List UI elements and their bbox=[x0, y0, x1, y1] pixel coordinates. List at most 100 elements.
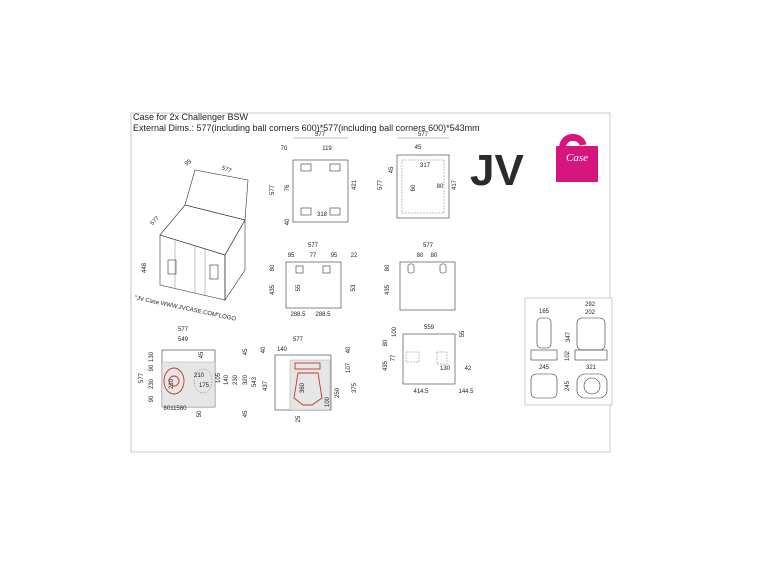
dimension-label: 245 bbox=[565, 380, 571, 391]
dimension-label: 76 bbox=[285, 184, 291, 191]
dimension-label: 577 bbox=[270, 184, 276, 195]
dimension-label: 577 bbox=[423, 243, 434, 249]
dimension-label: 210 bbox=[194, 373, 205, 379]
dimension-label: 53 bbox=[351, 284, 357, 291]
dimension-label: 25 bbox=[296, 415, 302, 422]
dimension-label: 77 bbox=[391, 354, 397, 361]
dimension-label: 100 bbox=[325, 396, 331, 407]
dimension-label: 210 bbox=[169, 378, 175, 389]
dimension-label: 360 bbox=[300, 382, 306, 393]
dimension-label: 130 bbox=[149, 351, 155, 362]
dimension-label: 80 bbox=[431, 253, 438, 259]
dimension-label: 577 bbox=[315, 132, 326, 138]
dimension-label: 435 bbox=[383, 360, 389, 371]
dimension-label: 448 bbox=[142, 262, 148, 273]
dimension-label: 95 bbox=[288, 253, 295, 259]
dimension-label: 77 bbox=[310, 253, 317, 259]
dimension-label: 70 bbox=[281, 146, 288, 152]
dimension-label: 288.5 bbox=[290, 312, 306, 318]
dimension-label: 45 bbox=[389, 166, 395, 173]
dimension-label: 102 bbox=[565, 350, 571, 361]
dimension-label: 42 bbox=[465, 366, 472, 372]
dimension-label: 165 bbox=[539, 309, 550, 315]
dimension-label: 100 bbox=[392, 326, 398, 337]
dimension-label: 577 bbox=[139, 372, 145, 383]
dimension-label: 577 bbox=[293, 337, 304, 343]
top-view-a: 577 70 119 577 76 421 40 318 bbox=[270, 132, 358, 225]
dimension-label: 45 bbox=[243, 410, 249, 417]
dimension-label: 90 bbox=[149, 364, 155, 371]
dimension-label: 80 bbox=[385, 264, 391, 271]
logo-case: Case bbox=[566, 152, 588, 164]
dimension-label: 375 bbox=[352, 382, 358, 393]
dimension-label: 417 bbox=[452, 179, 458, 190]
dimension-label: 230 bbox=[233, 374, 239, 385]
dimension-label: 107 bbox=[346, 362, 352, 373]
logo-jv: JV bbox=[470, 146, 524, 195]
dimension-label: 549 bbox=[178, 337, 189, 343]
dimension-label: 80 bbox=[417, 253, 424, 259]
dimension-label: 321 bbox=[586, 365, 597, 371]
dimension-label: 80 bbox=[383, 339, 389, 346]
dimension-label: 80 bbox=[437, 184, 444, 190]
dimension-label: 45 bbox=[415, 145, 422, 151]
dimension-label: 140 bbox=[277, 347, 288, 353]
dimension-label: 55 bbox=[460, 330, 466, 337]
dimension-label: 45 bbox=[199, 351, 205, 358]
dimension-label: 577 bbox=[178, 327, 189, 333]
dimension-label: 144.5 bbox=[458, 389, 474, 395]
dimension-label: 292 bbox=[585, 302, 596, 308]
dimension-label: 435 bbox=[385, 284, 391, 295]
drawing-title: Case for 2x Challenger BSW bbox=[133, 112, 249, 122]
dimension-label: 577 bbox=[308, 243, 319, 249]
dimension-label: 421 bbox=[352, 179, 358, 190]
dimension-label: 320 bbox=[243, 374, 249, 385]
dimension-label: 230 bbox=[149, 378, 155, 389]
front-view-b: 577 80 80 80 435 bbox=[385, 243, 456, 311]
dimension-label: 577 bbox=[150, 215, 162, 227]
top-view-b: 577 45 45 577 317 60 80 417 bbox=[378, 132, 458, 219]
dimension-label: 95 bbox=[331, 253, 338, 259]
front-view-a: 577 95 77 95 22 80 435 55 53 288.5 288.5 bbox=[270, 243, 358, 318]
dimension-label: 95 bbox=[184, 158, 193, 167]
dimension-label: 318 bbox=[317, 212, 328, 218]
dimension-label: 347 bbox=[566, 331, 572, 342]
fixture-panel: 165 292 202 347 102 245 321 245 bbox=[524, 297, 613, 406]
dimension-label: 577 bbox=[378, 179, 384, 190]
dimension-label: 414.5 bbox=[413, 389, 429, 395]
inner-section-view: 577 40 140 40 543 437 107 360 375 250 10… bbox=[252, 337, 358, 422]
dimension-label: 55 bbox=[296, 284, 302, 291]
dimension-label: 130 bbox=[440, 366, 451, 372]
dimension-label: 559 bbox=[424, 325, 435, 331]
dimension-label: 250 bbox=[335, 387, 341, 398]
dimension-label: 50 bbox=[197, 410, 203, 417]
dimension-label: 60 bbox=[411, 184, 417, 191]
dimension-label: 317 bbox=[420, 163, 431, 169]
dimension-label: 543 bbox=[252, 376, 258, 387]
dimension-label: 435 bbox=[270, 284, 276, 295]
dimension-label: 45 bbox=[243, 348, 249, 355]
dimension-label: 245 bbox=[539, 365, 550, 371]
dimension-label: 40 bbox=[285, 218, 291, 225]
dimension-label: 437 bbox=[263, 380, 269, 391]
dimension-label: 175 bbox=[199, 383, 210, 389]
dimension-label: 288.5 bbox=[315, 312, 331, 318]
external-dimensions: External Dims.: 577(including ball corne… bbox=[133, 123, 480, 133]
dimension-label: 140 bbox=[224, 374, 230, 385]
logo-square bbox=[556, 146, 598, 182]
jv-case-logo: JV Case bbox=[470, 133, 598, 195]
dimension-label: 22 bbox=[351, 253, 358, 259]
dimension-label: 90 bbox=[149, 395, 155, 402]
logo-c-arc bbox=[559, 133, 587, 149]
dimension-label: 8011580 bbox=[164, 406, 188, 412]
side-view: 559 100 55 80 435 77 130 42 414.5 144.5 bbox=[383, 325, 474, 395]
inner-top-view: 577 549 577 130 90 230 90 45 210 175 105… bbox=[139, 327, 249, 417]
dimension-label: 577 bbox=[221, 166, 233, 175]
dimension-label: 119 bbox=[322, 146, 332, 152]
dimension-label: 202 bbox=[585, 310, 596, 316]
dimension-label: 40 bbox=[261, 346, 267, 353]
dimension-label: 80 bbox=[270, 264, 276, 271]
dimension-label: 577 bbox=[418, 132, 429, 138]
dimension-label: 40 bbox=[346, 346, 352, 353]
